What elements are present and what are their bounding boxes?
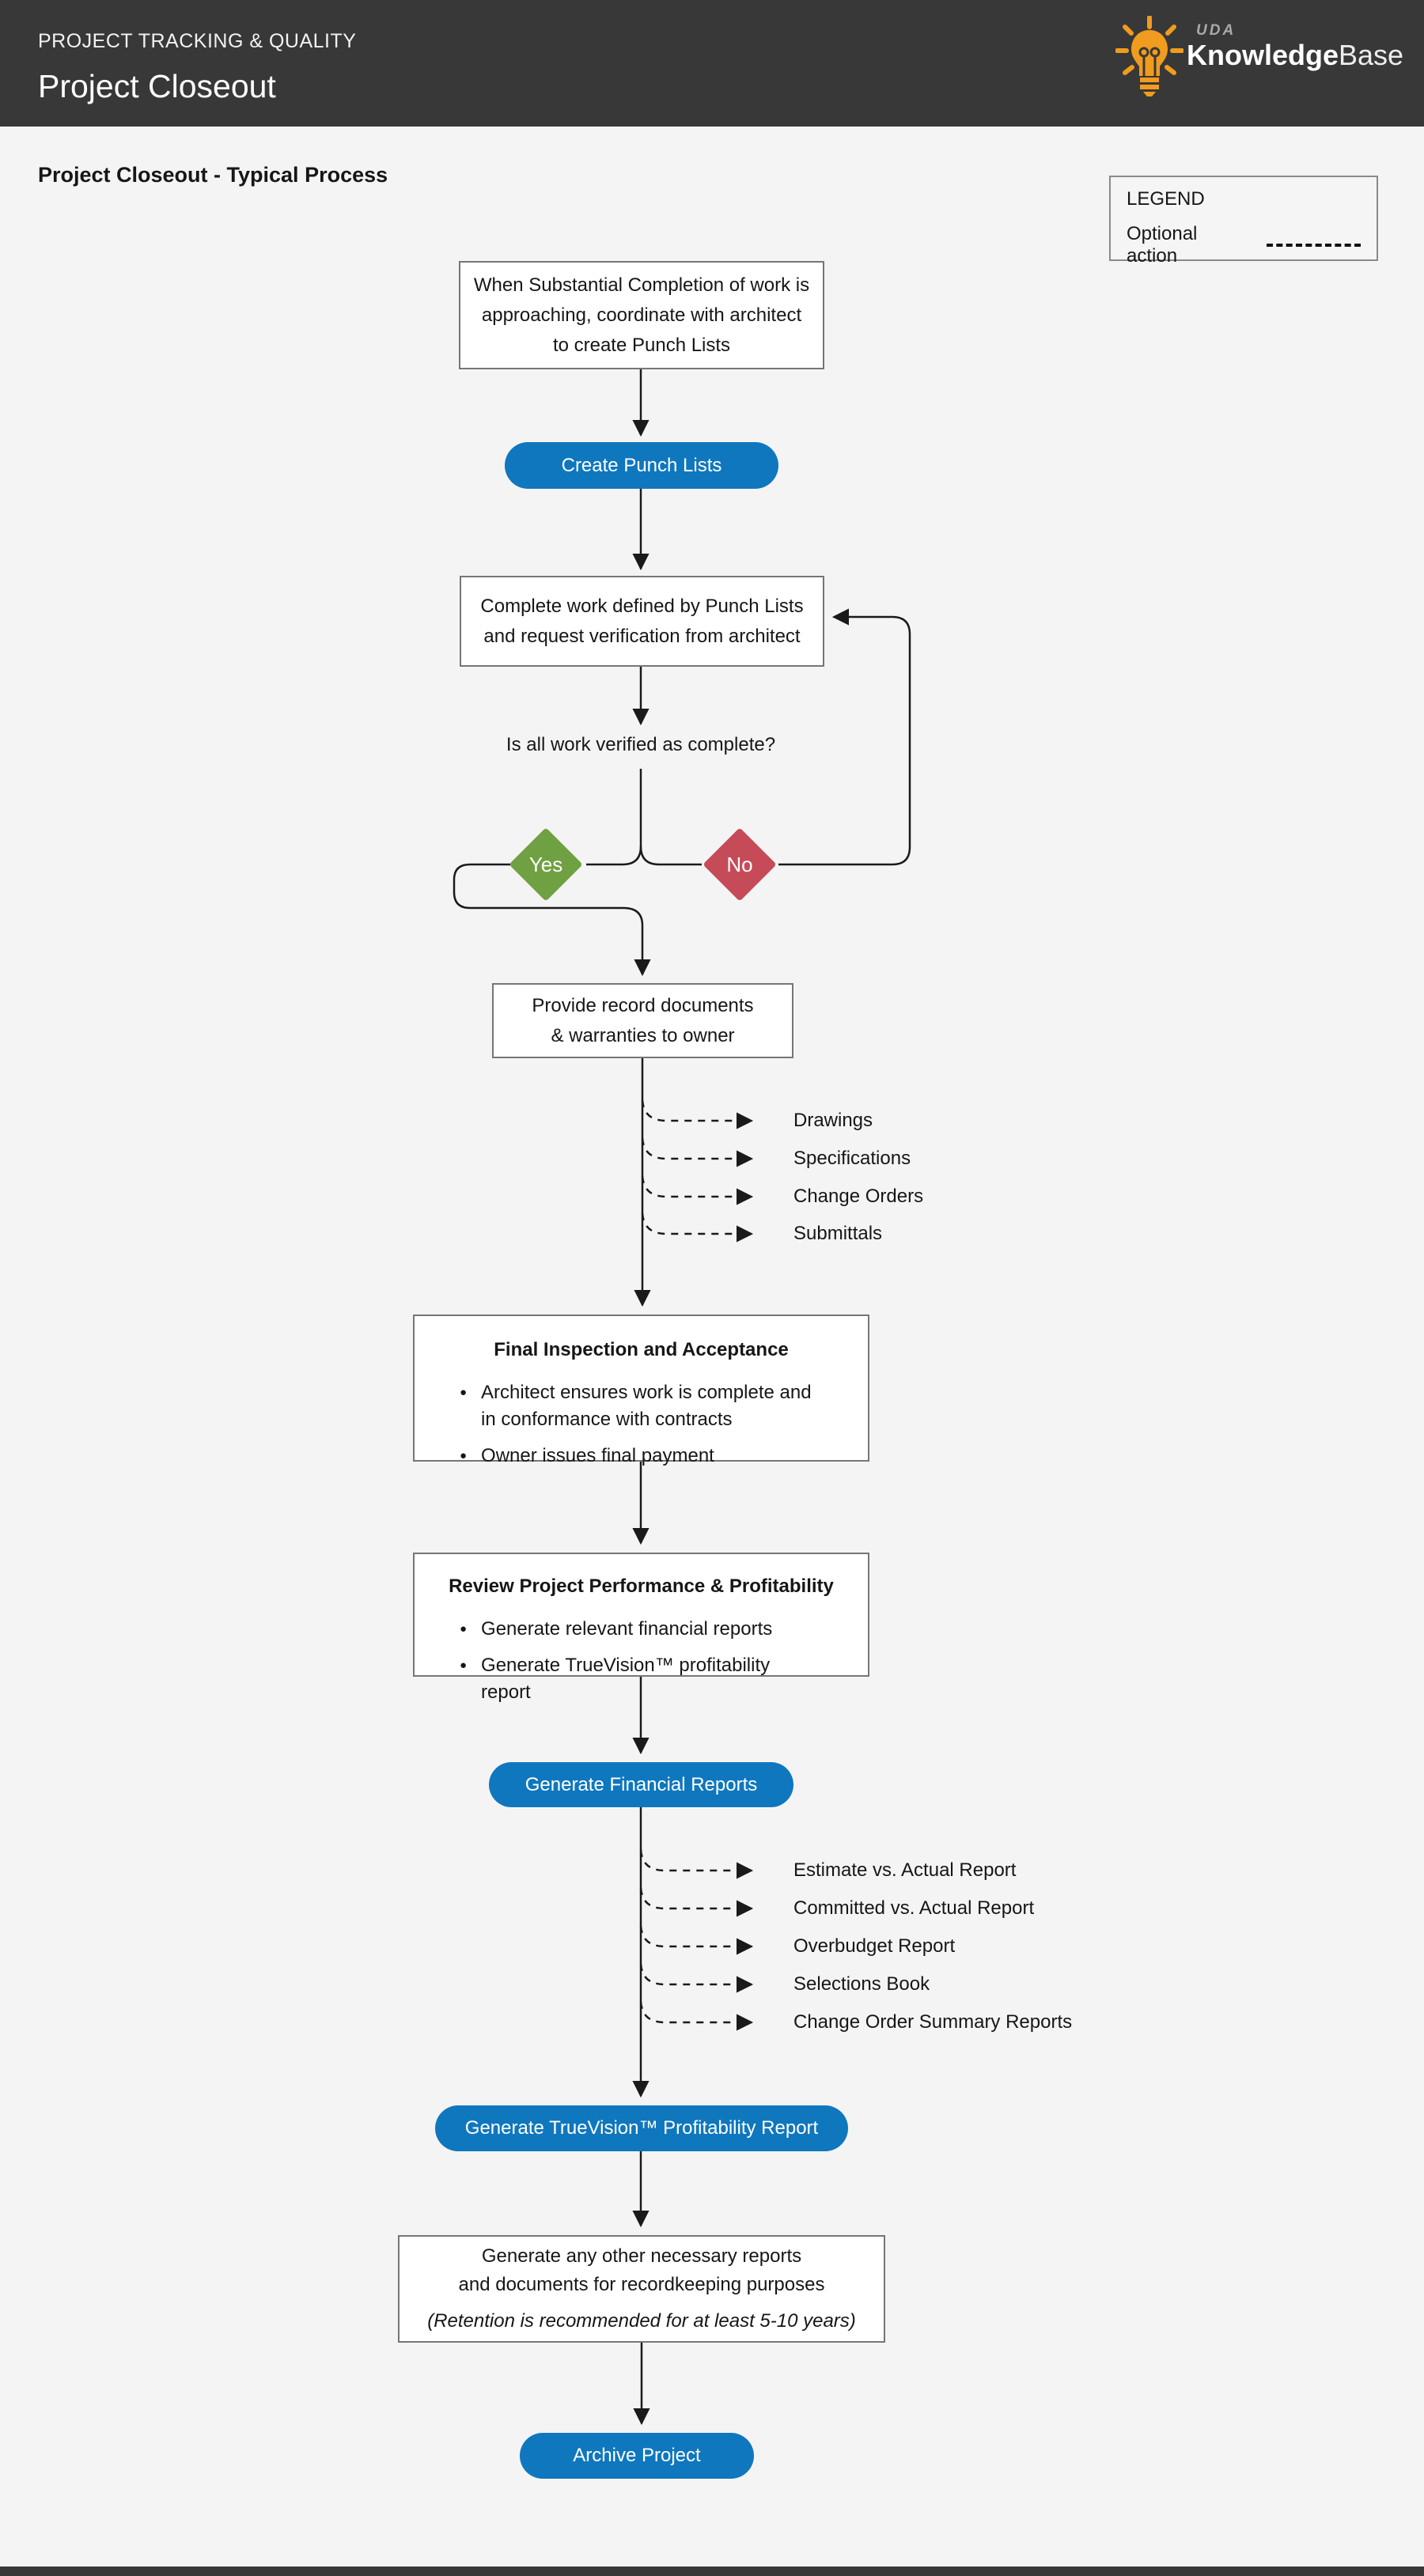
- logo-product-bold: Knowledge: [1187, 39, 1339, 71]
- step-box-title: Final Inspection and Acceptance: [494, 1339, 789, 1360]
- record-document-label: Change Orders: [793, 1186, 924, 1207]
- bullet-list: ● Architect ensures work is complete and…: [460, 1370, 823, 1470]
- bullet-item: ● Owner issues final payment: [460, 1443, 823, 1470]
- legend-optional-row: Optional action: [1127, 223, 1361, 267]
- step-text-line: & warranties to owner: [551, 1024, 735, 1046]
- bullet-dot: ●: [459, 1449, 468, 1462]
- optional-action-dash-sample: [1266, 244, 1361, 247]
- no-label: No: [726, 852, 753, 876]
- step-text-line: Generate any other necessary reports: [481, 2245, 802, 2267]
- retention-note: (Retention is recommended for at least 5…: [427, 2310, 856, 2332]
- step-box-review-performance: Review Project Performance & Profitabili…: [413, 1553, 869, 1703]
- bullet-text: Architect ensures work is complete and i…: [481, 1382, 812, 1430]
- bullet-dot: ●: [459, 1386, 468, 1399]
- logo-brand: UDA: [1196, 22, 1237, 39]
- logo-product-light: Base: [1339, 39, 1404, 71]
- bullet-dot: ●: [459, 1659, 468, 1672]
- financial-report-label: Estimate vs. Actual Report: [793, 1859, 1017, 1881]
- step-text-line: and documents for recordkeeping purposes: [458, 2274, 825, 2295]
- lightbulb-icon: [1115, 16, 1184, 96]
- step-box-punch-list-planning: When Substantial Completion of work is a…: [459, 261, 824, 369]
- bullet-text: Owner issues final payment: [481, 1445, 714, 1466]
- bullet-dot: ●: [459, 1622, 468, 1636]
- bullet-text: Generate TrueVision™ profitability repor…: [481, 1655, 771, 1703]
- bullet-item: ● Generate relevant financial reports: [460, 1616, 823, 1643]
- step-text-line: approaching, coordinate with architect: [481, 304, 802, 326]
- bullet-list: ● Generate relevant financial reports ● …: [460, 1606, 823, 1706]
- yes-label: Yes: [528, 852, 563, 876]
- financial-report-label: Overbudget Report: [793, 1935, 956, 1957]
- decision-question: Is all work verified as complete?: [506, 734, 776, 755]
- page-header: PROJECT TRACKING & QUALITY Project Close…: [0, 0, 1424, 127]
- step-box-final-inspection: Final Inspection and Acceptance ● Archit…: [413, 1314, 869, 1466]
- record-document-label: Specifications: [793, 1148, 911, 1169]
- financial-report-label: Change Order Summary Reports: [793, 2011, 1073, 2033]
- decision-no-diamond: No: [703, 827, 777, 902]
- step-text-line: Complete work defined by Punch Lists: [480, 595, 804, 617]
- decision-yes-diamond: Yes: [509, 827, 583, 902]
- logo-text: UDA KnowledgeBase: [1187, 22, 1403, 71]
- bullet-item: ● Architect ensures work is complete and…: [460, 1379, 823, 1433]
- header-title: Project Closeout: [38, 68, 276, 104]
- header-category: PROJECT TRACKING & QUALITY: [38, 30, 357, 52]
- record-document-label: Drawings: [793, 1110, 873, 1131]
- generate-truevision-report-button[interactable]: Generate TrueVision™ Profitability Repor…: [435, 2105, 848, 2151]
- step-text-line: to create Punch Lists: [552, 334, 731, 356]
- financial-report-label: Committed vs. Actual Report: [793, 1897, 1035, 1919]
- bullet-item: ● Generate TrueVision™ profitability rep…: [460, 1652, 823, 1706]
- step-text-line: When Substantial Completion of work is: [473, 274, 810, 296]
- bullet-text: Generate relevant financial reports: [481, 1618, 773, 1640]
- legend-box: LEGEND Optional action: [1109, 176, 1378, 267]
- create-punch-lists-button[interactable]: Create Punch Lists: [505, 442, 778, 489]
- diagram-title: Project Closeout - Typical Process: [38, 163, 388, 187]
- archive-project-button[interactable]: Archive Project: [520, 2433, 754, 2479]
- footer-bar: [0, 2567, 1424, 2576]
- step-text-line: and request verification from architect: [483, 625, 801, 647]
- legend-title: LEGEND: [1127, 188, 1205, 210]
- logo-product: KnowledgeBase: [1187, 40, 1403, 71]
- step-box-provide-records: Provide record documents & warranties to…: [492, 983, 793, 1058]
- step-box-other-reports: Generate any other necessary reports and…: [398, 2235, 885, 2343]
- financial-report-label: Selections Book: [793, 1973, 930, 1995]
- step-box-complete-work: Complete work defined by Punch Lists and…: [460, 576, 824, 667]
- step-box-title: Review Project Performance & Profitabili…: [449, 1575, 834, 1597]
- legend-optional-label: Optional action: [1127, 223, 1198, 267]
- generate-financial-reports-button[interactable]: Generate Financial Reports: [489, 1762, 793, 1807]
- step-text-line: Provide record documents: [532, 994, 754, 1016]
- record-document-label: Submittals: [793, 1223, 883, 1244]
- uda-knowledgebase-logo: UDA KnowledgeBase: [1115, 11, 1403, 106]
